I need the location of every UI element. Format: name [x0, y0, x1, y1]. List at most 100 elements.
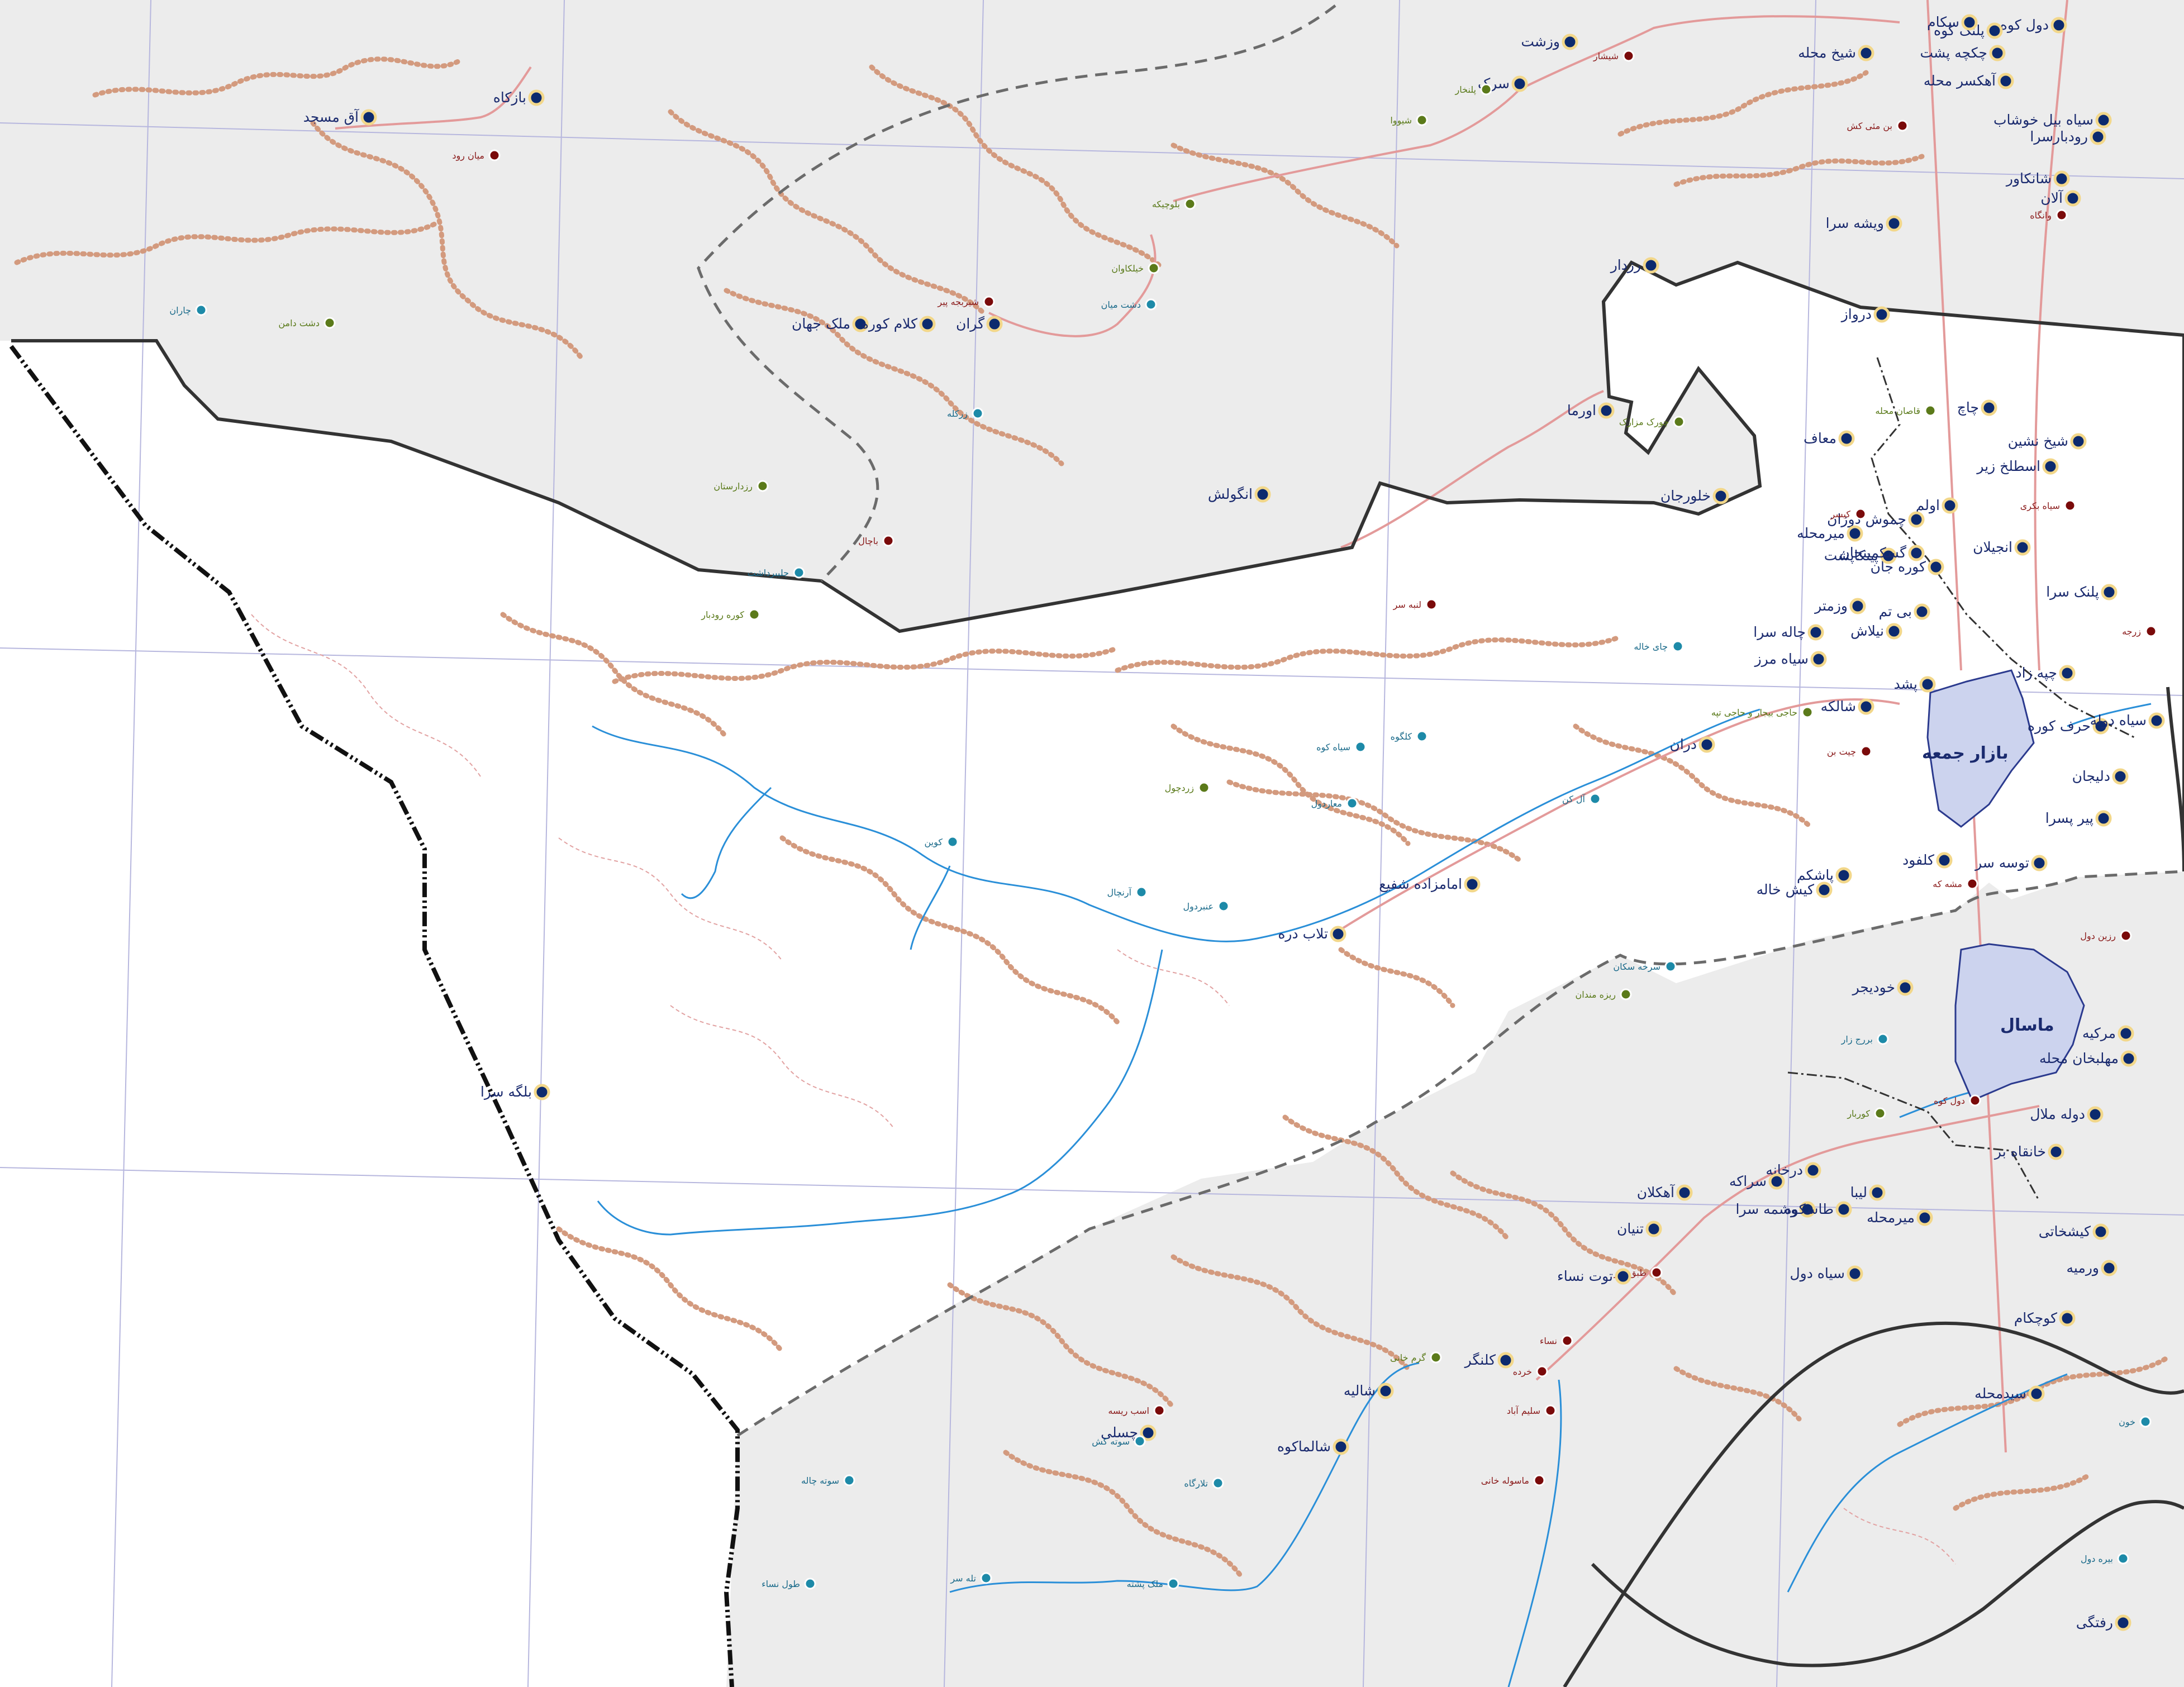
place-marker[interactable]	[1212, 1477, 1224, 1489]
place-marker[interactable]	[852, 316, 869, 332]
place-marker[interactable]	[2148, 712, 2165, 729]
place-marker[interactable]	[1816, 881, 1833, 898]
place-marker[interactable]	[1838, 430, 1855, 447]
place-marker[interactable]	[1849, 598, 1866, 614]
place-marker[interactable]	[2064, 499, 2076, 512]
place-marker[interactable]	[1536, 1365, 1548, 1378]
place-marker[interactable]	[1924, 404, 1936, 417]
place-marker[interactable]	[2053, 170, 2070, 187]
place-marker[interactable]	[2112, 768, 2129, 785]
place-marker[interactable]	[1801, 706, 1814, 718]
place-marker[interactable]	[1807, 624, 1824, 641]
place-marker[interactable]	[1969, 1094, 1981, 1107]
place-marker[interactable]	[1854, 508, 1867, 520]
place-marker[interactable]	[1712, 488, 1729, 504]
place-marker[interactable]	[1198, 781, 1210, 794]
place-marker[interactable]	[1919, 676, 1936, 693]
place-marker[interactable]	[1480, 83, 1492, 96]
place-marker[interactable]	[983, 296, 995, 308]
place-marker[interactable]	[1768, 1173, 1785, 1190]
place-marker[interactable]	[2087, 1106, 2104, 1123]
place-marker[interactable]	[2059, 1310, 2076, 1327]
place-marker[interactable]	[1622, 50, 1635, 62]
place-marker[interactable]	[1942, 497, 1958, 514]
place-marker[interactable]	[1167, 1578, 1179, 1590]
place-marker[interactable]	[1860, 745, 1872, 757]
place-marker[interactable]	[1810, 651, 1827, 668]
place-marker[interactable]	[2118, 1025, 2134, 1042]
place-marker[interactable]	[843, 1474, 855, 1486]
place-marker[interactable]	[1981, 399, 1997, 416]
place-marker[interactable]	[1377, 1383, 1394, 1399]
place-marker[interactable]	[1645, 1221, 1662, 1237]
place-marker[interactable]	[1254, 486, 1271, 503]
place-marker[interactable]	[2028, 1385, 2045, 1402]
place-marker[interactable]	[1698, 736, 1715, 753]
place-marker[interactable]	[1799, 1201, 1816, 1218]
place-marker[interactable]	[1620, 988, 1632, 1000]
place-marker[interactable]	[1672, 640, 1684, 652]
place-marker[interactable]	[1184, 198, 1196, 210]
place-marker[interactable]	[1589, 793, 1601, 805]
place-marker[interactable]	[1858, 45, 1874, 61]
place-marker[interactable]	[2139, 1416, 2152, 1428]
place-marker[interactable]	[1416, 114, 1428, 126]
place-marker[interactable]	[1847, 1265, 1863, 1282]
place-marker[interactable]	[1615, 1268, 1631, 1285]
place-marker[interactable]	[1676, 1184, 1693, 1201]
place-marker[interactable]	[1148, 262, 1160, 274]
place-marker[interactable]	[1135, 886, 1148, 898]
place-marker[interactable]	[2042, 458, 2059, 475]
place-marker[interactable]	[2055, 209, 2068, 221]
place-marker[interactable]	[1869, 1184, 1886, 1201]
place-marker[interactable]	[1886, 623, 1902, 640]
place-marker[interactable]	[323, 317, 336, 329]
place-marker[interactable]	[1858, 698, 1874, 715]
place-marker[interactable]	[1145, 298, 1157, 311]
place-marker[interactable]	[1561, 1335, 1573, 1347]
place-marker[interactable]	[1416, 730, 1428, 742]
place-marker[interactable]	[2048, 1143, 2064, 1160]
place-marker[interactable]	[1562, 34, 1578, 50]
place-marker[interactable]	[1997, 73, 2014, 89]
place-marker[interactable]	[1908, 545, 1925, 561]
place-marker[interactable]	[2095, 810, 2112, 827]
place-marker[interactable]	[1886, 215, 1902, 232]
place-marker[interactable]	[1908, 511, 1925, 528]
place-marker[interactable]	[2059, 665, 2076, 682]
place-marker[interactable]	[1346, 797, 1358, 809]
place-marker[interactable]	[1330, 926, 1346, 942]
place-marker[interactable]	[2120, 930, 2132, 942]
place-marker[interactable]	[1333, 1438, 1349, 1455]
place-marker[interactable]	[1805, 1162, 1821, 1179]
place-marker[interactable]	[980, 1572, 992, 1584]
place-marker[interactable]	[1217, 900, 1230, 912]
place-marker[interactable]	[488, 149, 501, 161]
place-marker[interactable]	[1874, 1107, 1886, 1119]
place-marker[interactable]	[1961, 14, 1978, 31]
place-marker[interactable]	[1936, 852, 1953, 869]
place-marker[interactable]	[2064, 190, 2081, 207]
place-marker[interactable]	[986, 316, 1003, 332]
place-marker[interactable]	[919, 316, 936, 332]
place-marker[interactable]	[882, 535, 894, 547]
place-marker[interactable]	[2031, 855, 2048, 871]
place-marker[interactable]	[1835, 1201, 1852, 1218]
place-marker[interactable]	[1464, 876, 1481, 893]
place-marker[interactable]	[1835, 867, 1852, 884]
place-marker[interactable]	[1430, 1351, 1442, 1364]
place-marker[interactable]	[1650, 1266, 1663, 1279]
place-marker[interactable]	[972, 407, 984, 420]
place-marker[interactable]	[534, 1084, 550, 1100]
place-marker[interactable]	[1966, 878, 1978, 890]
place-marker[interactable]	[2092, 718, 2109, 735]
place-marker[interactable]	[1134, 1435, 1146, 1447]
place-marker[interactable]	[2120, 1050, 2137, 1067]
place-marker[interactable]	[793, 566, 805, 579]
place-marker[interactable]	[1511, 75, 1528, 92]
place-marker[interactable]	[2095, 112, 2112, 128]
place-marker[interactable]	[946, 836, 959, 848]
place-marker[interactable]	[1847, 525, 1863, 542]
place-marker[interactable]	[195, 304, 207, 316]
